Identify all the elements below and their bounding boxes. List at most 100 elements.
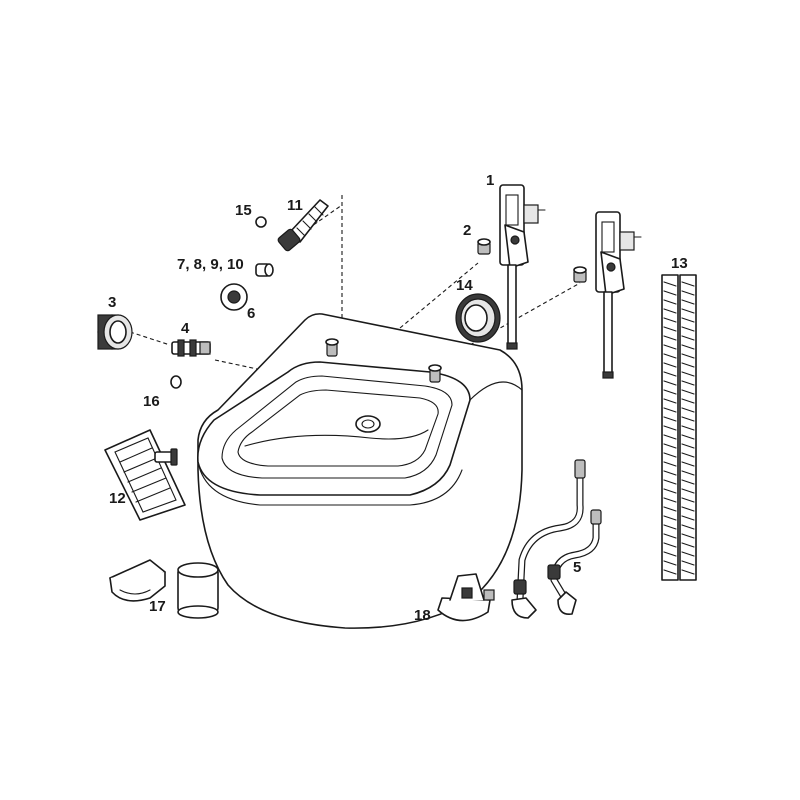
- strip-tooth: [663, 380, 677, 386]
- callout-4: 4: [181, 320, 190, 337]
- strip-tooth: [663, 344, 677, 350]
- callout-18: 18: [414, 607, 431, 624]
- strip-tooth: [681, 542, 695, 548]
- strip-tooth: [663, 461, 677, 467]
- strip-tooth: [663, 299, 677, 305]
- part-5-flex-hoses: [511, 459, 602, 619]
- strip-tooth: [663, 371, 677, 377]
- strip-tooth: [681, 497, 695, 503]
- strip-tooth: [663, 389, 677, 395]
- strip-tooth: [663, 416, 677, 422]
- part-18-clamp: [437, 573, 495, 622]
- strip-tooth: [663, 290, 677, 296]
- part-15-small-ring: [255, 216, 267, 228]
- strip-tooth: [663, 335, 677, 341]
- strip-tooth: [663, 362, 677, 368]
- callout-16: 16: [143, 393, 160, 410]
- strip-tooth: [663, 353, 677, 359]
- strip-tooth: [681, 407, 695, 413]
- strip-tooth: [663, 452, 677, 458]
- strip-tooth: [681, 335, 695, 341]
- part-16-o-ring: [170, 375, 182, 389]
- strip-tooth: [663, 524, 677, 530]
- part-4-valve-stem: [171, 339, 211, 357]
- callout-3: 3: [108, 294, 116, 311]
- strip-tooth: [681, 443, 695, 449]
- strip-tooth: [681, 344, 695, 350]
- strip-tooth: [681, 515, 695, 521]
- part-3-ring: [97, 314, 133, 350]
- strip-tooth: [681, 281, 695, 287]
- strip-tooth: [681, 353, 695, 359]
- strip-tooth: [681, 371, 695, 377]
- strip-tooth: [681, 416, 695, 422]
- strip-tooth: [663, 560, 677, 566]
- strip-tooth: [681, 479, 695, 485]
- callout-11: 11: [287, 197, 303, 214]
- part-14-threaded-sleeve: [455, 293, 501, 343]
- callout-14: 14: [456, 277, 473, 294]
- strip-tooth: [663, 497, 677, 503]
- part-6-washer: [220, 283, 248, 311]
- strip-tooth: [681, 290, 695, 296]
- strip-tooth: [663, 308, 677, 314]
- callout-15: 15: [235, 202, 252, 219]
- part-11-nozzle-hose: [277, 199, 329, 252]
- strip-tooth: [681, 326, 695, 332]
- strip-tooth: [663, 569, 677, 575]
- strip-tooth: [681, 470, 695, 476]
- strip-tooth: [681, 380, 695, 386]
- strip-tooth: [681, 461, 695, 467]
- part-1-bracket-right: [595, 211, 642, 379]
- strip-tooth: [663, 551, 677, 557]
- strip-tooth: [681, 551, 695, 557]
- strip-tooth: [663, 281, 677, 287]
- callout-5: 5: [573, 559, 581, 576]
- strip-tooth: [663, 488, 677, 494]
- strip-tooth: [663, 470, 677, 476]
- strip-tooth: [681, 425, 695, 431]
- strip-tooth: [663, 506, 677, 512]
- strip-tooth: [681, 488, 695, 494]
- strip-tooth: [681, 506, 695, 512]
- strip-tooth: [681, 398, 695, 404]
- part-2-fitting: [477, 238, 587, 283]
- strip-tooth: [663, 407, 677, 413]
- callout-17: 17: [149, 598, 166, 615]
- strip-tooth: [681, 533, 695, 539]
- part-12-grille: [104, 429, 186, 521]
- strip-tooth: [681, 299, 695, 305]
- callout-2: 2: [463, 222, 471, 239]
- strip-tooth: [663, 434, 677, 440]
- strip-tooth: [663, 425, 677, 431]
- part-17-clip-and-cap: [109, 559, 219, 619]
- strip-tooth: [663, 317, 677, 323]
- strip-tooth: [681, 434, 695, 440]
- callout-1: 1: [486, 172, 494, 189]
- part-13-strip: [661, 274, 697, 581]
- toilet-bowl: [197, 313, 523, 629]
- part-1-bracket-left: [499, 184, 546, 350]
- strip-tooth: [681, 569, 695, 575]
- strip-tooth: [681, 524, 695, 530]
- strip-tooth: [681, 389, 695, 395]
- strip-tooth: [681, 452, 695, 458]
- callout-6: 6: [247, 305, 255, 322]
- strip-tooth: [663, 479, 677, 485]
- strip-tooth: [663, 398, 677, 404]
- callout-7-10: 7, 8, 9, 10: [177, 256, 244, 273]
- strip-tooth: [681, 308, 695, 314]
- strip-tooth: [663, 542, 677, 548]
- strip-tooth: [663, 533, 677, 539]
- strip-tooth: [681, 362, 695, 368]
- strip-tooth: [681, 560, 695, 566]
- strip-tooth: [663, 515, 677, 521]
- strip-tooth: [663, 443, 677, 449]
- callout-13: 13: [671, 255, 688, 272]
- callout-labels: 1 2 3 4 5 6 7, 8, 9, 10 11 12 13 14 15 1…: [108, 172, 688, 624]
- strip-tooth: [681, 317, 695, 323]
- part-7-10-cap: [255, 263, 274, 277]
- strip-tooth: [663, 326, 677, 332]
- callout-12: 12: [109, 490, 126, 507]
